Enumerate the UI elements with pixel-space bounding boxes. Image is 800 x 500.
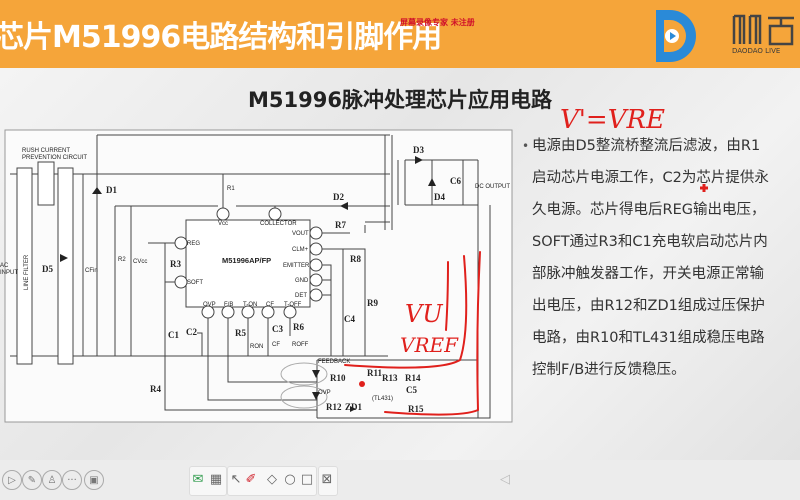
label-ac: AC xyxy=(0,263,9,269)
label-feedback: FEEDBACK xyxy=(318,359,350,365)
watermark: 屏幕录像专家 未注册 xyxy=(400,18,475,27)
label-r9: R9 xyxy=(367,298,378,308)
daodao-logo xyxy=(656,10,794,62)
whiteboard-icon[interactable]: □ xyxy=(300,472,314,487)
label-ron: RON xyxy=(250,344,263,350)
label-r7: R7 xyxy=(335,220,346,230)
chip-name: M51996AP/FP xyxy=(222,256,271,265)
prev-page-icon[interactable]: ◁ xyxy=(500,472,510,487)
header-bar: 芯片M51996电路结构和引脚作用 屏幕录像专家 未注册 DAODAO LIVE xyxy=(0,0,800,68)
label-r14: R14 xyxy=(405,373,421,383)
zoom-icon[interactable]: ○ xyxy=(284,472,296,487)
label-r5: R5 xyxy=(235,328,246,338)
pin-ovp: OVP xyxy=(203,302,216,308)
label-c3: C3 xyxy=(272,324,283,334)
label-c6: C6 xyxy=(450,176,461,186)
label-cf: CF xyxy=(272,342,280,348)
more-icon[interactable]: ··· xyxy=(62,470,82,490)
bullet-line: 久电源。芯片得电后REG输出电压， xyxy=(532,202,766,218)
label-r8: R8 xyxy=(350,254,361,264)
eraser-icon[interactable]: ◇ xyxy=(267,472,277,487)
bullet-line: 出电压，由R12和ZD1组成过压保护 xyxy=(532,298,765,314)
label-ovp: OVP xyxy=(318,390,331,396)
label-r6: R6 xyxy=(293,322,304,332)
grid-icon[interactable]: ▦ xyxy=(209,472,223,487)
label-r15: R15 xyxy=(408,404,424,414)
slide-title: M51996脉冲处理芯片应用电路 xyxy=(248,88,552,112)
label-r10: R10 xyxy=(330,373,346,383)
close-presentation-icon[interactable]: ⊠ xyxy=(321,472,333,487)
label-d5: D5 xyxy=(42,264,53,274)
pin-ton: T-ON xyxy=(243,302,257,308)
label-r4: R4 xyxy=(150,384,161,394)
label-c2: C2 xyxy=(186,327,197,337)
bullet-line: 部脉冲触发器工作，开关电源正常输 xyxy=(532,266,764,282)
label-input: INPUT xyxy=(0,270,18,276)
pin-det: DET xyxy=(295,293,307,299)
label-cvcc: CVcc xyxy=(133,259,147,265)
label-r11: R11 xyxy=(367,368,383,378)
label-cfin: CFin xyxy=(85,268,98,274)
label-r1: R1 xyxy=(227,186,235,192)
bullet-line: 控制F/B进行反馈稳压。 xyxy=(532,362,686,378)
pin-emitter: EMITTER xyxy=(283,263,310,269)
pin-fb: F/B xyxy=(224,302,233,308)
label-tl431: (TL431) xyxy=(372,396,393,402)
label-dc-output: DC OUTPUT xyxy=(475,184,510,190)
green-envelope-icon[interactable]: ✉ xyxy=(192,472,204,487)
label-roff: ROFF xyxy=(292,342,309,348)
label-line-filter: LINE FILTER xyxy=(24,254,30,290)
label-r13: R13 xyxy=(382,373,398,383)
bullet-line: 电源由D5整流桥整流后滤波，由R1 xyxy=(532,138,761,154)
label-r3: R3 xyxy=(170,259,181,269)
pin-collector: COLLECTOR xyxy=(260,221,297,227)
bullet-line: 电路，由R10和TL431组成稳压电路 xyxy=(532,330,765,346)
pin-toff: T-OFF xyxy=(284,302,302,308)
label-rush: RUSH CURRENT xyxy=(22,148,70,154)
pen-icon[interactable]: ✎ xyxy=(22,470,42,490)
bullet-line: SOFT通过R3和C1充电软启动芯片内 xyxy=(532,234,768,250)
screen-icon[interactable]: ▣ xyxy=(84,470,104,490)
bullet-line: 启动芯片电源工作，C2为芯片提供永 xyxy=(532,170,769,186)
presenter-icon[interactable]: ♙ xyxy=(42,470,62,490)
pin-reg: REG xyxy=(187,241,200,247)
pin-clm: CLM+ xyxy=(292,247,309,253)
label-d4: D4 xyxy=(434,192,445,202)
circuit-diagram: RUSH CURRENT PREVENTION CIRCUIT AC INPUT… xyxy=(0,129,513,423)
label-c1: C1 xyxy=(168,330,179,340)
label-c4: C4 xyxy=(344,314,355,324)
label-zd1: ZD1 xyxy=(345,402,363,412)
presentation-toolbar: ▷ ✎ ♙ ··· ▣ ✉ ▦ ↖ ✐ ◇ ○ □ ⊠ ◁ xyxy=(0,460,800,500)
label-d1: D1 xyxy=(106,185,117,195)
logo-text: DAODAO LIVE xyxy=(732,47,781,55)
label-r2: R2 xyxy=(118,257,126,263)
bullet-dot-icon: • xyxy=(522,139,530,153)
label-d3: D3 xyxy=(413,145,424,155)
pin-soft: SOFT xyxy=(187,280,203,286)
pointer-icon[interactable]: ↖ xyxy=(230,472,242,487)
pin-cf: CF xyxy=(266,302,274,308)
header-title: 芯片M51996电路结构和引脚作用 xyxy=(0,20,442,55)
label-c5: C5 xyxy=(406,385,417,395)
marker-icon[interactable]: ✐ xyxy=(245,472,257,487)
pin-vout: VOUT xyxy=(292,231,309,237)
pin-vcc: Vcc xyxy=(218,221,228,227)
label-d2: D2 xyxy=(333,192,344,202)
play-icon[interactable]: ▷ xyxy=(2,470,22,490)
label-r12: R12 xyxy=(326,402,342,412)
pin-gnd: GND xyxy=(295,278,309,284)
bullet-list: • 电源由D5整流桥整流后滤波，由R1 启动芯片电源工作，C2为芯片提供永 久电… xyxy=(522,136,800,392)
label-rush2: PREVENTION CIRCUIT xyxy=(22,155,87,161)
